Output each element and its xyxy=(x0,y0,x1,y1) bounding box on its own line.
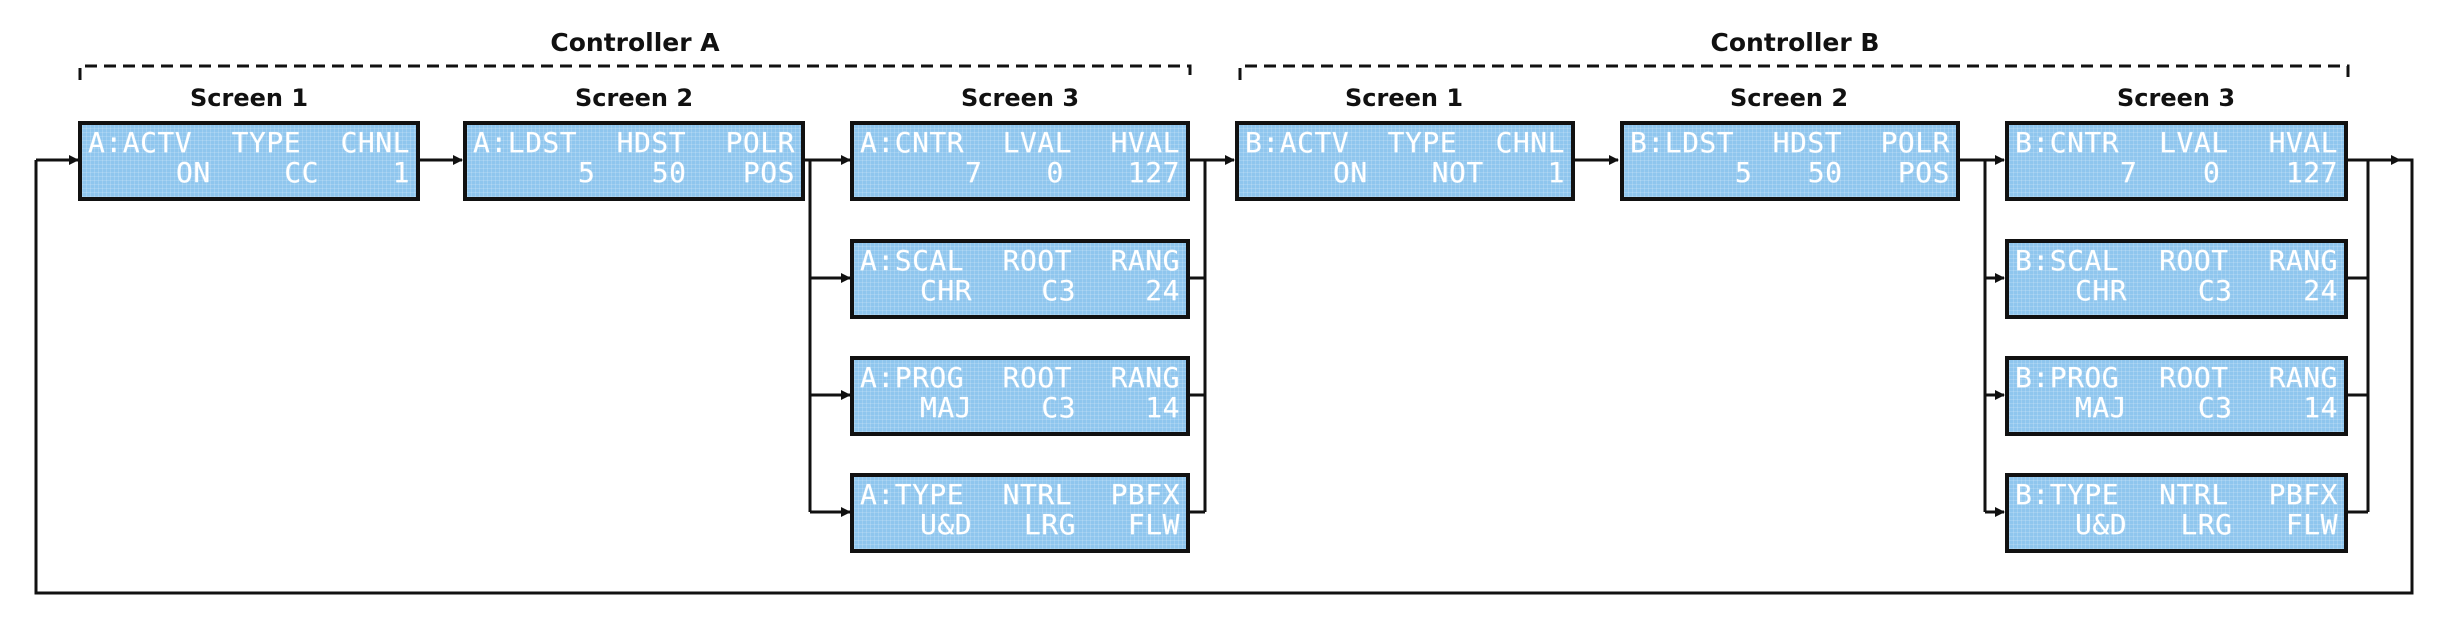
lcd-a3d-r2c2: LRG xyxy=(1023,508,1077,541)
lcd-a3a-r2c1: 7 xyxy=(965,156,983,189)
lcd-a-screen3-prog: A:PROG ROOT RANG MAJ C3 14 xyxy=(850,356,1190,436)
lcd-a3b-r2c3: 24 xyxy=(1145,274,1180,307)
lcd-b-screen1: B:ACTV TYPE CHNL ON NOT 1 xyxy=(1235,121,1575,201)
lcd-a3d-r1c3: PBFX xyxy=(1110,478,1180,511)
lcd-b3a-r1c3: HVAL xyxy=(2268,126,2338,159)
lcd-b3a-r1c2: LVAL xyxy=(2159,126,2229,159)
lcd-b1-r1c3: CHNL xyxy=(1495,126,1565,159)
lcd-b3b-r1c3: RANG xyxy=(2268,244,2338,277)
lcd-a3a-r1c1: A:CNTR xyxy=(860,126,965,159)
lcd-a3d-r2c3: FLW xyxy=(1127,508,1180,541)
lcd-b3b-r2c3: 24 xyxy=(2303,274,2338,307)
lcd-a3c-r1c1: A:PROG xyxy=(860,361,965,394)
lcd-b-screen3-prog: B:PROG ROOT RANG MAJ C3 14 xyxy=(2005,356,2348,436)
lcd-a3a-r2c2: 0 xyxy=(1046,156,1064,189)
lcd-a2-r2c2: 50 xyxy=(651,156,687,189)
lcd-b2-r1c1: B:LDST xyxy=(1630,126,1735,159)
lcd-a2-r2c3: POS xyxy=(742,156,795,189)
lcd-b3c-r1c2: ROOT xyxy=(2159,361,2229,394)
lcd-a1-r1c2: TYPE xyxy=(231,126,302,159)
lcd-a2-r1c2: HDST xyxy=(616,126,687,159)
lcd-b3b-r2c1: CHR xyxy=(2075,274,2128,307)
lcd-a3d-r1c1: A:TYPE xyxy=(860,478,965,511)
lcd-a3a-r1c3: HVAL xyxy=(1110,126,1180,159)
lcd-b1-r2c3: 1 xyxy=(1547,156,1565,189)
lcd-a3b-r2c2: C3 xyxy=(1041,274,1077,307)
controller-b-title: Controller B xyxy=(1710,28,1880,57)
lcd-b1-r2c1: ON xyxy=(1333,156,1368,189)
lcd-b3a-r2c3: 127 xyxy=(2285,156,2338,189)
lcd-a1-r1c3: CHNL xyxy=(340,126,410,159)
lcd-b3a-r2c2: 0 xyxy=(2202,156,2221,189)
lcd-b-screen2: B:LDST HDST POLR 5 50 POS xyxy=(1620,121,1960,201)
lcd-b2-r1c2: HDST xyxy=(1772,126,1843,159)
screen-label-b3: Screen 3 xyxy=(2116,84,2236,112)
controller-a-bracket xyxy=(78,64,1192,80)
lcd-a3b-r1c1: A:SCAL xyxy=(860,244,965,277)
lcd-b3c-r1c3: RANG xyxy=(2268,361,2338,394)
screen-label-a2: Screen 2 xyxy=(574,84,694,112)
lcd-b3c-r2c3: 14 xyxy=(2303,391,2338,424)
lcd-a3c-r1c2: ROOT xyxy=(1002,361,1073,394)
lcd-b1-r2c2: NOT xyxy=(1431,156,1484,189)
lcd-a3a-r2c3: 127 xyxy=(1127,156,1180,189)
lcd-b2-r1c3: POLR xyxy=(1880,126,1950,159)
lcd-a3b-r1c3: RANG xyxy=(1110,244,1180,277)
return-loop-line xyxy=(34,158,2414,595)
lcd-a-screen1: A:ACTV TYPE CHNL ON CC 1 xyxy=(78,121,420,201)
lcd-a1-r2c2: CC xyxy=(284,156,320,189)
lcd-b-screen3-scal: B:SCAL ROOT RANG CHR C3 24 xyxy=(2005,239,2348,319)
lcd-b3d-r1c3: PBFX xyxy=(2268,478,2338,511)
lcd-a3c-r2c2: C3 xyxy=(1041,391,1077,424)
screen-label-b1: Screen 1 xyxy=(1344,84,1464,112)
lcd-b3b-r1c2: ROOT xyxy=(2159,244,2229,277)
lcd-b-screen3-type: B:TYPE NTRL PBFX U&D LRG FLW xyxy=(2005,473,2348,553)
lcd-b1-r1c1: B:ACTV xyxy=(1245,126,1350,159)
lcd-a3b-r1c2: ROOT xyxy=(1002,244,1073,277)
lcd-a3b-r2c1: CHR xyxy=(920,274,973,307)
controller-a-title: Controller A xyxy=(550,28,720,57)
lcd-b-screen3-cntr: B:CNTR LVAL HVAL 7 0 127 xyxy=(2005,121,2348,201)
lcd-a3d-r1c2: NTRL xyxy=(1002,478,1073,511)
lcd-a2-r2c1: 5 xyxy=(578,156,596,189)
lcd-a1-r1c1: A:ACTV xyxy=(88,126,193,159)
screen-label-a3: Screen 3 xyxy=(960,84,1080,112)
lcd-b3c-r1c1: B:PROG xyxy=(2015,361,2120,394)
lcd-a3c-r2c3: 14 xyxy=(1145,391,1180,424)
lcd-a-screen3-scal: A:SCAL ROOT RANG CHR C3 24 xyxy=(850,239,1190,319)
lcd-b3d-r2c3: FLW xyxy=(2285,508,2338,541)
lcd-a3c-r2c1: MAJ xyxy=(920,391,973,424)
lcd-a-screen3-cntr: A:CNTR LVAL HVAL 7 0 127 xyxy=(850,121,1190,201)
lcd-b3b-r2c2: C3 xyxy=(2197,274,2233,307)
screen-label-a1: Screen 1 xyxy=(189,84,309,112)
lcd-b3c-r2c2: C3 xyxy=(2197,391,2233,424)
lcd-a-screen3-type: A:TYPE NTRL PBFX U&D LRG FLW xyxy=(850,473,1190,553)
lcd-b3a-r1c1: B:CNTR xyxy=(2015,126,2120,159)
lcd-b3d-r2c1: U&D xyxy=(2075,508,2128,541)
screen-label-b2: Screen 2 xyxy=(1729,84,1849,112)
lcd-b3d-r1c1: B:TYPE xyxy=(2015,478,2120,511)
lcd-a3d-r2c1: U&D xyxy=(920,508,973,541)
lcd-b1-r1c2: TYPE xyxy=(1387,126,1458,159)
lcd-a1-r2c1: ON xyxy=(176,156,211,189)
lcd-a1-r2c3: 1 xyxy=(392,156,410,189)
lcd-b2-r2c1: 5 xyxy=(1735,156,1753,189)
controller-b-bracket xyxy=(1238,64,2350,80)
lcd-a3c-r1c3: RANG xyxy=(1110,361,1180,394)
lcd-b2-r2c2: 50 xyxy=(1807,156,1843,189)
lcd-a2-r1c3: POLR xyxy=(725,126,795,159)
lcd-b3b-r1c1: B:SCAL xyxy=(2015,244,2120,277)
lcd-b3c-r2c1: MAJ xyxy=(2075,391,2128,424)
lcd-b3d-r2c2: LRG xyxy=(2180,508,2233,541)
lcd-b3d-r1c2: NTRL xyxy=(2159,478,2229,511)
lcd-b2-r2c3: POS xyxy=(1897,156,1950,189)
lcd-a2-r1c1: A:LDST xyxy=(473,126,578,159)
lcd-a-screen2: A:LDST HDST POLR 5 50 POS xyxy=(463,121,805,201)
lcd-b3a-r2c1: 7 xyxy=(2120,156,2138,189)
lcd-a3a-r1c2: LVAL xyxy=(1002,126,1073,159)
